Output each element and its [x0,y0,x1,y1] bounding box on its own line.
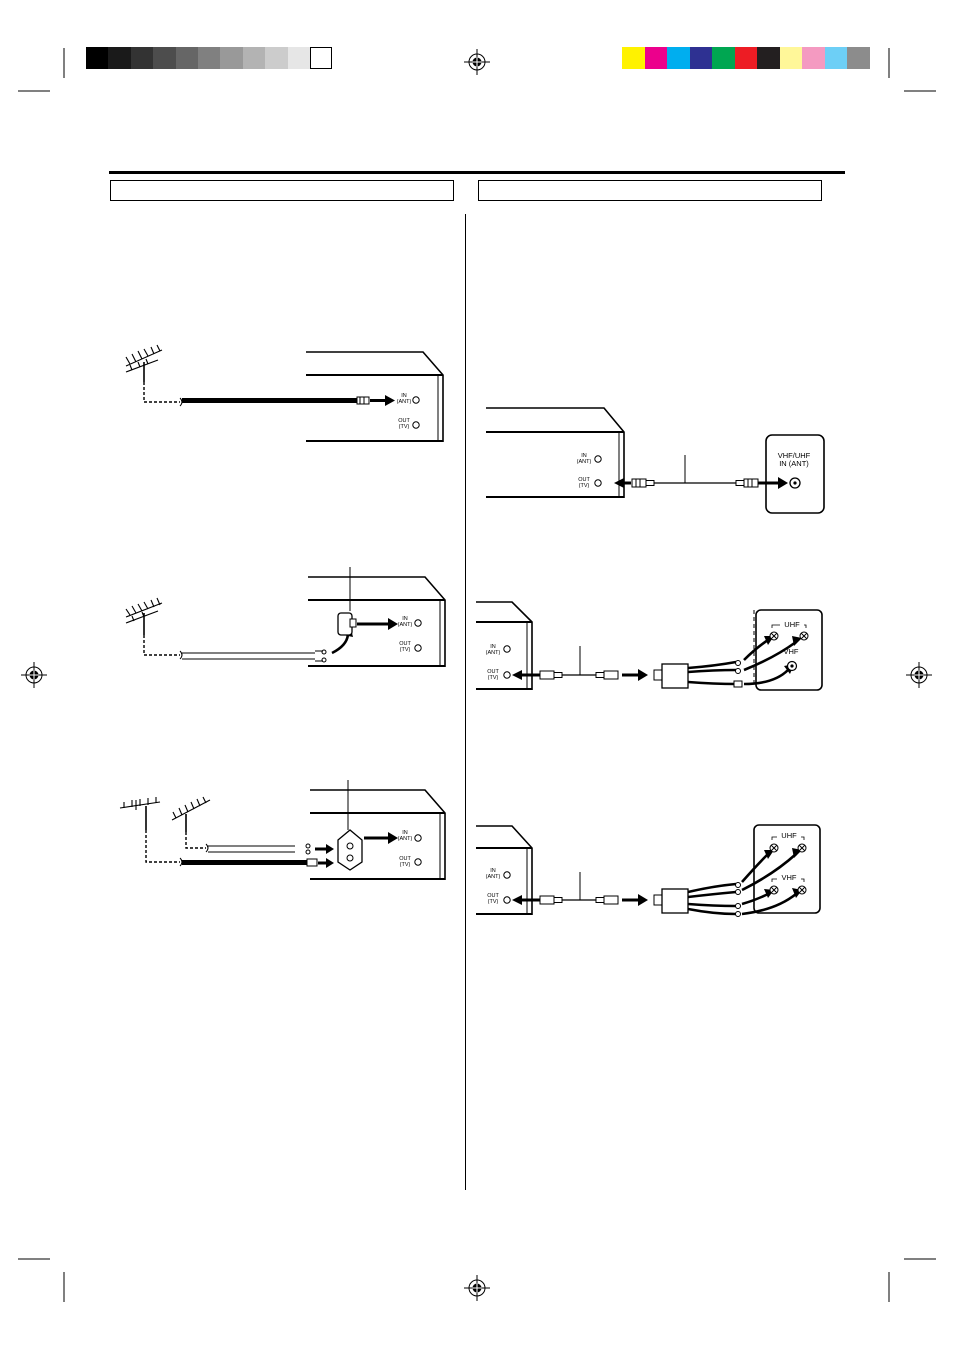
yagi-antenna-icon [125,344,163,382]
jack-label-in: IN (ANT) [485,644,501,656]
jack-label-out: OUT (TV) [487,893,499,905]
matching-transformer-icon [337,567,357,636]
column-divider [465,214,466,1190]
color-swatch [757,47,780,69]
crosshair-target-icon [906,662,932,688]
color-swatch [824,47,847,69]
tv-uhf-label: UHF [777,832,801,840]
top-rule [109,171,845,174]
jack-label-out: OUT (TV) [578,477,590,489]
jack-label-out: OUT (TV) [399,641,411,653]
vcr-rear-panel [306,351,444,442]
jack-label-out: OUT (TV) [399,856,411,868]
color-swatch [242,47,266,69]
tv-uhf-label: UHF [780,621,804,629]
crosshair-target-icon [464,1275,490,1301]
color-swatch [130,47,154,69]
color-swatch [622,47,645,69]
tv-rear-panel [765,434,825,514]
color-swatch [220,47,243,69]
color-swatch [310,47,333,69]
color-swatch [265,47,288,69]
color-swatch [644,47,667,69]
jack-label-out: OUT (TV) [487,669,499,681]
color-swatch [287,47,310,69]
diagram-antenna-transformer [125,567,446,667]
color-swatch [802,47,825,69]
color-swatch [108,47,131,69]
tv-vhf-label: VHF [783,647,799,656]
color-swatch [175,47,198,69]
diagram-vcr-splitter-uhf-vhf [476,601,823,691]
color-swatch [86,47,109,69]
band-splitter-icon [653,888,689,914]
diagram-antenna-direct [125,344,444,442]
tv-vhf-uhf-in-label: VHF/UHF IN (ANT) [777,451,811,468]
color-swatch [153,47,176,69]
color-swatch [734,47,757,69]
diagram-vcr-to-tv-coax [486,407,825,514]
diagram-vcr-splitter-screw-terminals [476,824,821,917]
crosshair-target-icon [21,662,47,688]
jack-label-in: IN (ANT) [576,453,592,465]
diagram-two-antennas-splitter [119,780,446,880]
color-swatch [667,47,690,69]
crosshair-target-icon [464,49,490,75]
color-swatch [198,47,221,69]
right-section-header [478,180,822,201]
color-swatch [779,47,802,69]
jack-label-out: OUT (TV) [398,418,410,430]
color-swatch [689,47,712,69]
left-section-header [110,180,454,201]
jack-label-in: IN (ANT) [396,393,412,405]
jack-label-in: IN (ANT) [397,616,413,628]
tv-vhf-label: VHF [777,874,801,882]
color-swatch [712,47,735,69]
color-swatch [847,47,870,69]
jack-label-in: IN (ANT) [485,868,501,880]
jack-label-in: IN (ANT) [397,830,413,842]
band-splitter-icon [337,780,363,871]
band-splitter-icon [653,663,689,689]
